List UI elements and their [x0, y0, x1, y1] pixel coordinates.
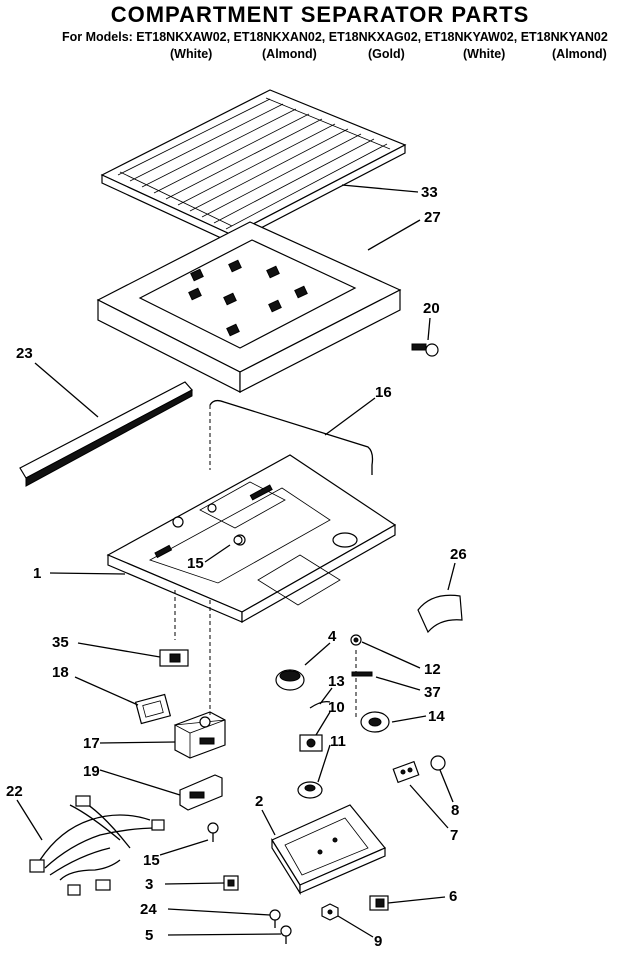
screw-part-5: [280, 925, 292, 944]
control-housing-part-17: [173, 711, 226, 759]
callout-5: 5: [145, 927, 153, 944]
callout-11: 11: [330, 733, 346, 750]
callout-7: 7: [450, 827, 458, 844]
models-line: For Models: ET18NKXAW02, ET18NKXAN02, ET…: [62, 30, 608, 44]
strip-part-23: [19, 381, 193, 487]
callout-12: 12: [424, 661, 441, 678]
callout-24: 24: [140, 901, 157, 918]
screw-part-24: [269, 909, 281, 928]
housing-drop-lines: [174, 590, 211, 715]
color-label-2: (Almond): [262, 47, 317, 61]
callout-1: 1: [33, 565, 41, 582]
spacer-part-37: [351, 671, 373, 677]
callout-19: 19: [83, 763, 100, 780]
callout-16: 16: [375, 384, 392, 401]
callout-18: 18: [52, 664, 69, 681]
lamp-socket-part-7: [392, 760, 420, 784]
cover-part-19: [179, 774, 223, 811]
clip-part-35: [159, 649, 189, 667]
screw-part-15-lower: [207, 822, 219, 842]
bracket-part-26: [417, 594, 463, 634]
nut-part-9: [321, 903, 339, 921]
wiring-harness-part-22: [29, 795, 165, 896]
callout-15-upper: 15: [187, 555, 204, 572]
page-title: COMPARTMENT SEPARATOR PARTS: [110, 2, 530, 27]
callout-14: 14: [428, 708, 445, 725]
cam-part-10: [299, 734, 323, 752]
callout-6: 6: [449, 888, 457, 905]
callout-35: 35: [52, 634, 69, 651]
color-label-5: (Almond): [552, 47, 607, 61]
callout-26: 26: [450, 546, 467, 563]
callout-23: 23: [16, 345, 33, 362]
color-label-1: (White): [170, 47, 213, 61]
screw-clip-part-20: [411, 343, 439, 357]
leader-lines: [16, 184, 456, 938]
thermostat-part-4: [275, 669, 305, 691]
control-base-part-2: [271, 804, 386, 896]
callout-9: 9: [374, 933, 382, 950]
color-label-4: (White): [463, 47, 506, 61]
callout-20: 20: [423, 300, 440, 317]
color-label-3: (Gold): [368, 47, 405, 61]
callout-4: 4: [328, 628, 337, 645]
grille-panel-part: [100, 89, 407, 244]
switch-part-6: [369, 895, 389, 911]
knob-part-14: [360, 711, 390, 733]
callout-37: 37: [424, 684, 441, 701]
callout-27: 27: [424, 209, 441, 226]
callout-labels: 33 27 20 23 16 15 1 26 35 4 12 18 13 37 …: [6, 184, 467, 950]
callout-13: 13: [328, 673, 345, 690]
heater-wire-part-16: [209, 399, 374, 475]
callout-2: 2: [255, 793, 263, 810]
spring-part-13: [309, 700, 331, 709]
dial-part-11: [297, 781, 323, 799]
callout-33: 33: [421, 184, 438, 201]
callout-3: 3: [145, 876, 153, 893]
callout-8: 8: [451, 802, 459, 819]
frame-part: [96, 221, 402, 393]
screw-part-12: [350, 634, 362, 646]
gasket-part-18: [134, 693, 172, 725]
separator-plate-part-1: [106, 454, 397, 624]
screw-part-15-upper: [233, 535, 243, 545]
callout-22: 22: [6, 783, 23, 800]
callout-17: 17: [83, 735, 100, 752]
clip-part-3: [223, 875, 239, 891]
callout-10: 10: [328, 699, 345, 716]
callout-15-lower: 15: [143, 852, 160, 869]
lamp-bulb-part-8: [430, 755, 446, 771]
